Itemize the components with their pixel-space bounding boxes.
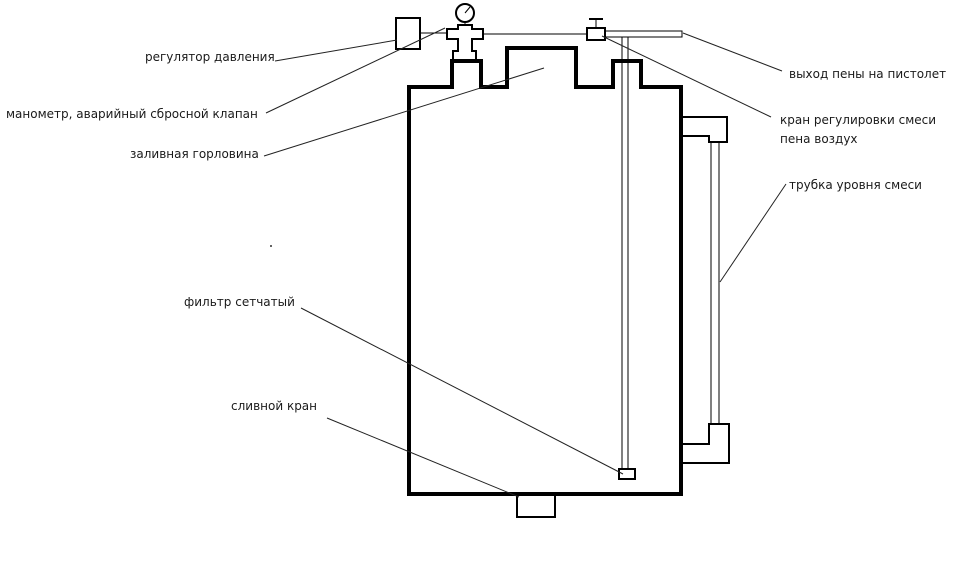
leader-level-tube [719,183,787,283]
label-drain-valve: сливной кран [231,399,317,413]
label-mix-valve-line2: пена воздух [780,132,858,146]
label-gauge-relief-valve: манометр, аварийный сбросной клапан [6,107,258,121]
leader-foam-outlet [682,32,783,72]
leader-pressure-regulator [274,39,398,62]
cross-fitting [446,24,484,62]
level-tube [710,142,720,424]
leader-mix-valve [601,35,772,118]
leader-drain-valve [326,417,520,498]
leader-gauge-valve [265,27,446,114]
stray-dot [270,245,272,247]
label-mesh-filter: фильтр сетчатый [184,295,295,309]
label-filler-neck: заливная горловина [130,147,259,161]
label-mix-valve-line1: кран регулировки смеси [780,113,936,127]
mesh-filter [618,468,636,480]
manometer-needle [464,6,471,14]
leader-mesh-filter [300,307,624,475]
foam-outlet-pipe [605,30,683,38]
drain-valve-stub [516,494,556,518]
level-tube-upper-elbow [681,116,728,143]
label-pressure-regulator: регулятор давления [145,50,275,64]
leader-filler-neck [263,67,545,157]
pressure-regulator-box [395,17,421,50]
mix-valve-body [586,27,606,41]
label-level-tube: трубка уровня смеси [789,178,922,192]
label-foam-outlet: выход пены на пистолет [789,67,946,81]
dip-tube [621,37,629,470]
level-tube-lower-elbow [681,423,730,464]
tank-body [407,46,683,496]
